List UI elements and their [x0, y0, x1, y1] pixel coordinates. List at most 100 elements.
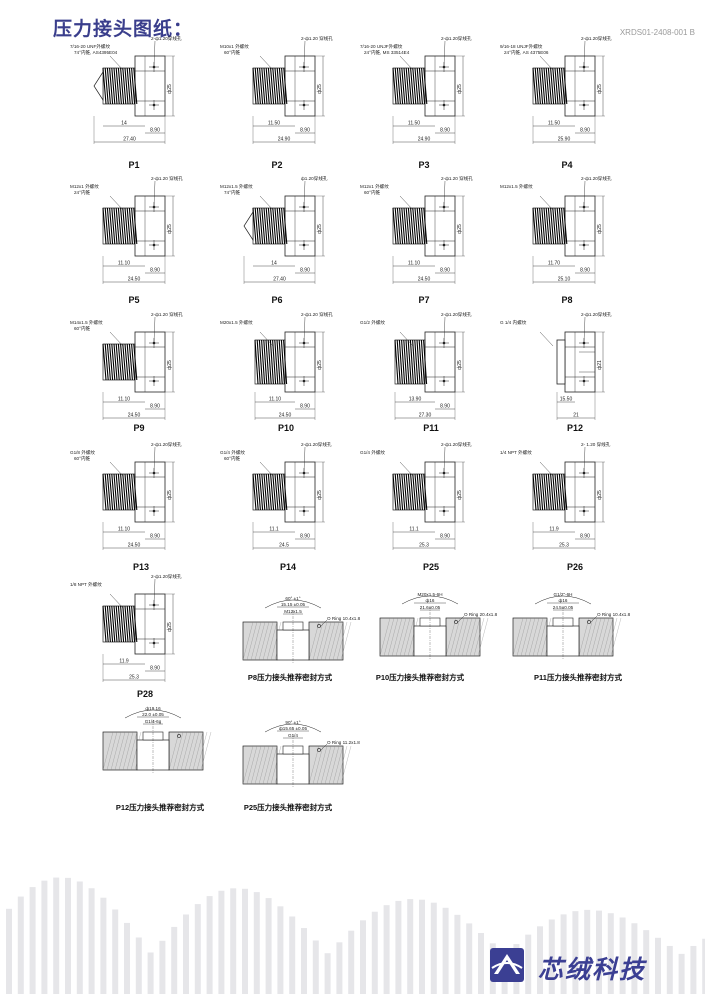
thread-line — [102, 343, 107, 381]
stripe — [466, 923, 473, 994]
thread-line — [421, 473, 426, 511]
hex-body — [564, 331, 596, 393]
wire-hole — [152, 341, 156, 345]
hatch — [200, 731, 212, 771]
thread-line — [113, 343, 118, 381]
thread-line — [396, 473, 401, 511]
hatch — [324, 621, 336, 661]
leader-line — [583, 40, 586, 67]
thread-line — [563, 67, 568, 105]
seal-dim-2: G1/4-6g — [145, 719, 162, 724]
length-dim: 14 — [271, 261, 277, 267]
hex-body — [564, 461, 596, 523]
thread-line — [545, 473, 550, 511]
hatch — [332, 745, 344, 785]
stripe — [147, 952, 154, 994]
seal-dim-2: G1/4 — [288, 733, 298, 738]
thread-line — [256, 473, 261, 511]
stripe — [265, 898, 272, 994]
fitting-caption: P26 — [566, 562, 584, 572]
diameter-dim: ф25 — [167, 84, 173, 94]
leader-line — [443, 446, 446, 473]
hatch — [536, 617, 548, 657]
thread-line — [109, 343, 114, 381]
wire-hole — [582, 243, 586, 247]
stripe — [619, 917, 626, 994]
wire-hole — [582, 471, 586, 475]
hatch — [312, 745, 324, 785]
diameter-dim: ф25 — [317, 490, 323, 500]
fitting-geometry — [532, 180, 605, 284]
thread-line — [410, 207, 415, 245]
thread-line — [122, 67, 127, 105]
fitting-geometry — [539, 316, 605, 420]
hatch — [254, 621, 266, 661]
hatch — [465, 617, 477, 657]
document-code: XRDS01-2408-001 B — [619, 28, 695, 37]
fitting-geometry — [532, 446, 605, 550]
hatch — [528, 617, 540, 657]
thread-spec: 7/16-20 UNF外螺纹 — [70, 43, 110, 50]
thread-line — [104, 605, 109, 643]
thread-line — [416, 207, 421, 245]
thread-line — [532, 473, 537, 511]
hex-body — [284, 331, 316, 393]
thread-line — [410, 67, 415, 105]
thread-line — [561, 473, 566, 511]
thread-line — [536, 207, 541, 245]
wire-hole — [302, 243, 306, 247]
length-dim: 11.1 — [409, 527, 419, 533]
wire-hole — [582, 103, 586, 107]
stripe — [88, 888, 95, 994]
hex-length-dim: 8.90 — [440, 128, 450, 134]
leader-line — [399, 195, 414, 211]
hatch — [246, 621, 258, 661]
thread-line — [115, 343, 120, 381]
thread-line — [407, 67, 412, 105]
length-dim: 11.10 — [118, 527, 130, 533]
hole-spec: 2-ф1.20 穿线孔 — [151, 311, 183, 318]
wire-hole — [442, 243, 446, 247]
thread-line — [394, 339, 399, 385]
fitting-caption: P14 — [279, 562, 297, 572]
hex-body — [134, 461, 166, 523]
thread-line — [556, 207, 561, 245]
thread-line — [263, 67, 268, 105]
total-length-dim: 27.30 — [419, 413, 432, 419]
hatch — [320, 745, 332, 785]
hatch — [449, 617, 461, 657]
wire-hole — [302, 65, 306, 69]
seal-geometry — [242, 723, 352, 788]
wire-hole — [442, 65, 446, 69]
thread-line — [113, 473, 118, 511]
leader-line — [399, 461, 414, 477]
hatch — [242, 621, 254, 661]
diameter-dim: ф25 — [317, 224, 323, 234]
thread-line — [278, 473, 283, 511]
thread-line — [117, 605, 122, 643]
thread-line — [418, 67, 423, 105]
leader-line — [109, 55, 124, 71]
hex-body — [424, 195, 456, 257]
hatch — [180, 731, 192, 771]
thread-line — [267, 207, 272, 245]
thread-line — [270, 67, 275, 105]
total-length-dim: 24.50 — [128, 413, 141, 419]
hatch — [461, 617, 473, 657]
thread-line — [276, 67, 281, 105]
o-ring — [317, 624, 321, 628]
stripe — [206, 896, 213, 994]
wire-hole — [302, 205, 306, 209]
stripe — [596, 910, 602, 994]
leader-line — [153, 446, 156, 473]
thread-line — [111, 67, 116, 105]
leader-line — [539, 461, 554, 477]
thread-line — [261, 207, 266, 245]
